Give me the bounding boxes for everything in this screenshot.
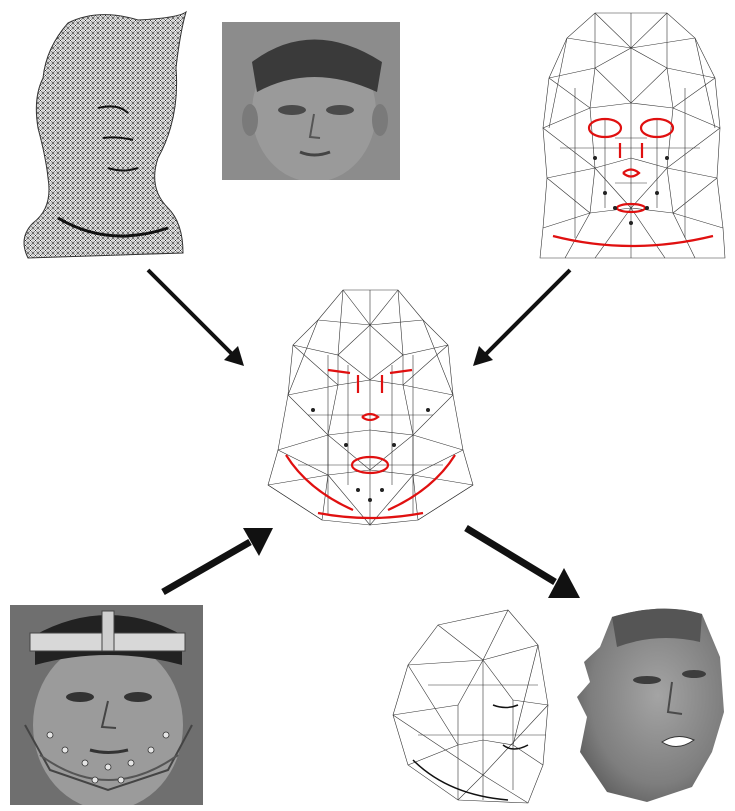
arrow-model-to-output (460, 520, 585, 605)
marker-face-photo (10, 605, 203, 805)
adapted-wireframe-icon (258, 285, 483, 530)
marker-photo-icon (10, 605, 203, 805)
adapted-face-model (258, 285, 483, 530)
arrow-down-right-thick-icon (460, 520, 585, 605)
output-shaded-face (572, 602, 730, 807)
output-wireframe (388, 605, 563, 808)
scan-mesh-icon (8, 8, 193, 263)
face-photo-icon (222, 22, 400, 180)
scanned-head-mesh (8, 8, 193, 263)
shaded-face-icon (572, 602, 730, 807)
arrow-photo-to-model (155, 520, 280, 600)
texture-face-photo (222, 22, 400, 180)
generic-wireframe-icon (535, 8, 727, 270)
arrow-up-right-icon (155, 520, 280, 600)
output-wireframe-icon (388, 605, 563, 808)
arrow-scan-to-model (140, 262, 250, 372)
arrow-down-right-icon (140, 262, 250, 372)
generic-face-model (535, 8, 727, 270)
